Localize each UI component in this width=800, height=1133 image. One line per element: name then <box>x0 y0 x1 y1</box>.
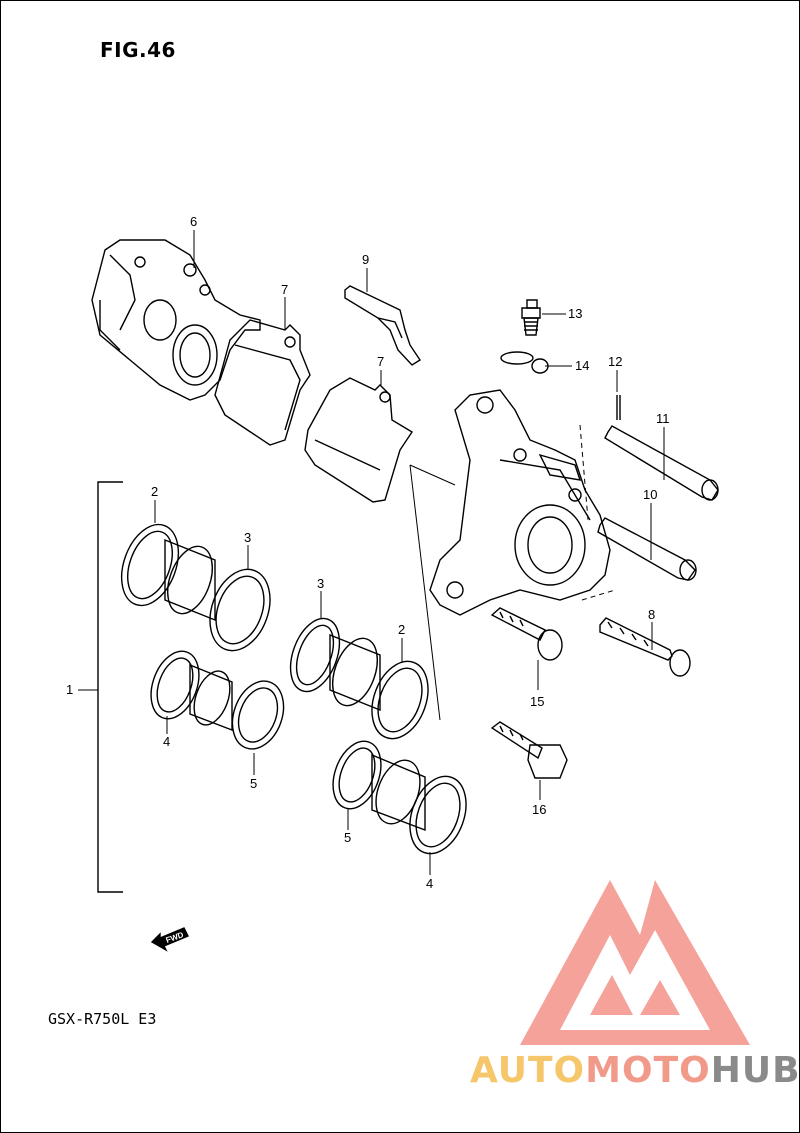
callout-3-center: 3 <box>317 576 324 591</box>
caliper-bolt-16 <box>490 721 568 779</box>
callout-10: 10 <box>643 487 657 502</box>
caliper-half-left <box>91 239 261 401</box>
callout-4-left: 4 <box>163 734 170 749</box>
pad-spring <box>344 285 421 366</box>
callout-8: 8 <box>648 607 655 622</box>
callout-7-upper: 7 <box>281 282 288 297</box>
piston-set-bottom <box>332 740 467 855</box>
callout-5-left: 5 <box>250 776 257 791</box>
model-code: GSX-R750L E3 <box>48 1010 157 1028</box>
piston-set-center <box>289 617 429 740</box>
slide-pin <box>597 517 697 581</box>
watermark-part-hub: HUB <box>710 1050 800 1091</box>
callout-1: 1 <box>66 682 73 697</box>
watermark-part-moto: MOTO <box>585 1050 711 1091</box>
fwd-label: FWD <box>165 930 185 945</box>
callout-2-upper: 2 <box>151 484 158 499</box>
callout-2-center: 2 <box>398 622 405 637</box>
brake-pad-upper <box>214 319 311 446</box>
callout-7-lower: 7 <box>377 354 384 369</box>
watermark-logo-icon <box>520 880 750 1045</box>
figure-title: FIG.46 <box>100 38 176 62</box>
caliper-bolt-15 <box>490 607 563 661</box>
callout-11: 11 <box>656 411 670 426</box>
callout-9: 9 <box>362 252 369 267</box>
callout-6: 6 <box>190 214 197 229</box>
callout-14: 14 <box>575 358 589 373</box>
callout-12: 12 <box>608 354 622 369</box>
caliper-half-right <box>429 389 611 616</box>
assembly-bracket <box>97 481 123 893</box>
piston-set-upper-left <box>120 523 271 652</box>
piston-set-lower-left <box>150 650 285 750</box>
callout-16: 16 <box>532 802 546 817</box>
watermark-text: AUTOMOTOHUB <box>470 1050 800 1091</box>
callout-5-bottom: 5 <box>344 830 351 845</box>
callout-4-bottom: 4 <box>426 876 433 891</box>
callout-13: 13 <box>568 306 582 321</box>
bleeder-valve <box>521 299 541 336</box>
watermark-part-auto: AUTO <box>470 1050 586 1091</box>
fwd-arrow-icon <box>150 927 189 952</box>
brake-pad-lower <box>304 377 413 503</box>
callout-15: 15 <box>530 694 544 709</box>
bleeder-cap <box>500 351 549 374</box>
callout-3-upper: 3 <box>244 530 251 545</box>
pad-pin-long <box>604 425 719 501</box>
caliper-bolt-8 <box>599 617 691 677</box>
cotter-pin <box>616 395 621 420</box>
